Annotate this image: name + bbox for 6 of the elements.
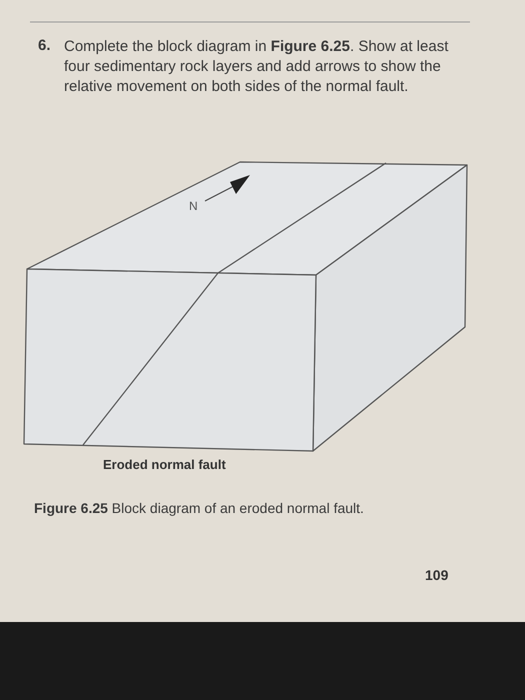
- page-number: 109: [425, 567, 448, 583]
- north-label: N: [189, 199, 198, 213]
- figure-label: Eroded normal fault: [103, 457, 226, 472]
- figure-caption: Figure 6.25 Block diagram of an eroded normal fault.: [34, 500, 364, 516]
- question-text: Complete the block diagram in Figure 6.25. Show at least four sedimentary rock layers and add arrows to show the relative movement on both sides of the normal fault.: [64, 37, 450, 97]
- question-number: 6.: [38, 37, 51, 54]
